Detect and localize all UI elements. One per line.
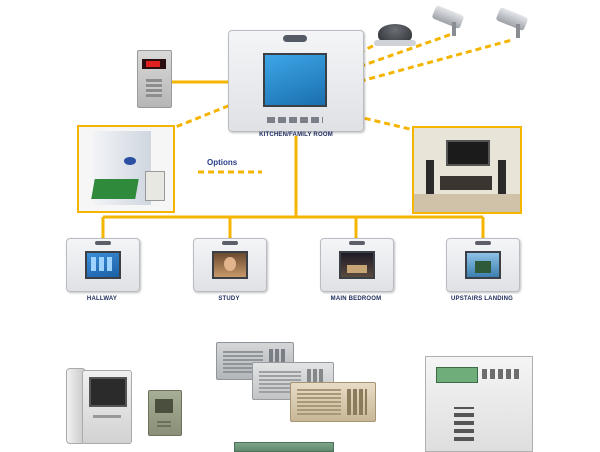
control-unit-circuit-board [91,179,139,199]
station-monitor-study [193,238,267,292]
wire-option-tv [354,114,415,132]
hub-monitor-buttons [267,117,323,123]
door-station-display [142,59,166,69]
station-label-main-bedroom: MAIN BEDROOM [330,296,382,302]
intercom-panel-bottom [234,442,334,452]
station-label-study: STUDY [218,296,240,302]
handset-screen [89,377,127,407]
bullet-camera-2-mount [516,24,520,38]
alarm-panel-keypad [454,407,474,441]
hub-monitor-screen [263,53,327,107]
dome-camera [378,24,412,44]
station-monitor-main-bedroom [320,238,394,292]
speaker-left [426,160,434,196]
door-station-keypad [146,77,162,97]
station-monitor-upstairs-landing [446,238,520,292]
station-monitor-hallway [66,238,140,292]
dome-camera-base [374,40,416,46]
control-unit-logo-icon [124,157,136,165]
alarm-panel-lcd [436,367,478,383]
tv-room-photo [412,126,522,214]
small-door-camera [148,390,182,436]
wire-option-camera-1 [349,32,453,72]
alarm-panel-buttons [482,369,522,379]
station-screen-upstairs-landing [465,251,501,279]
wire-option-camera-2 [349,38,513,86]
intercom-panel-beige [290,382,376,422]
station-screen-hallway [85,251,121,279]
station-label-hallway: HALLWAY [86,296,118,302]
door-station [137,50,172,108]
handset-base [82,370,132,444]
wire-option-control [167,100,239,132]
legend-title: Options [207,158,238,167]
hub-monitor [228,30,364,132]
tv-screen [446,140,490,166]
station-screen-study [212,251,248,279]
control-unit-photo [77,125,175,213]
tv-stand [440,176,492,190]
control-unit-keypad [145,171,165,201]
station-screen-main-bedroom [339,251,375,279]
station-label-upstairs-landing: UPSTAIRS LANDING [450,296,514,302]
hub-label: KITCHEN/FAMILY ROOM [259,132,333,138]
wall-alarm-panel [425,356,533,452]
speaker-right [498,160,506,196]
floor [414,194,520,212]
hub-monitor-logo [283,35,307,42]
bullet-camera-1-mount [452,22,456,36]
